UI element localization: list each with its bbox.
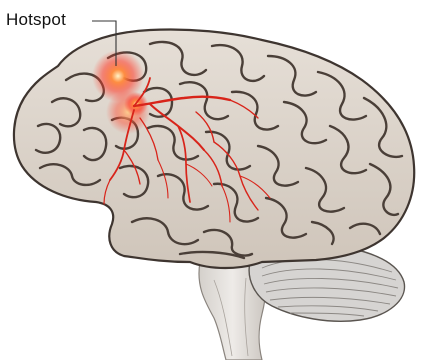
cerebrum [14, 29, 414, 268]
hotspot-label: Hotspot [6, 10, 66, 30]
